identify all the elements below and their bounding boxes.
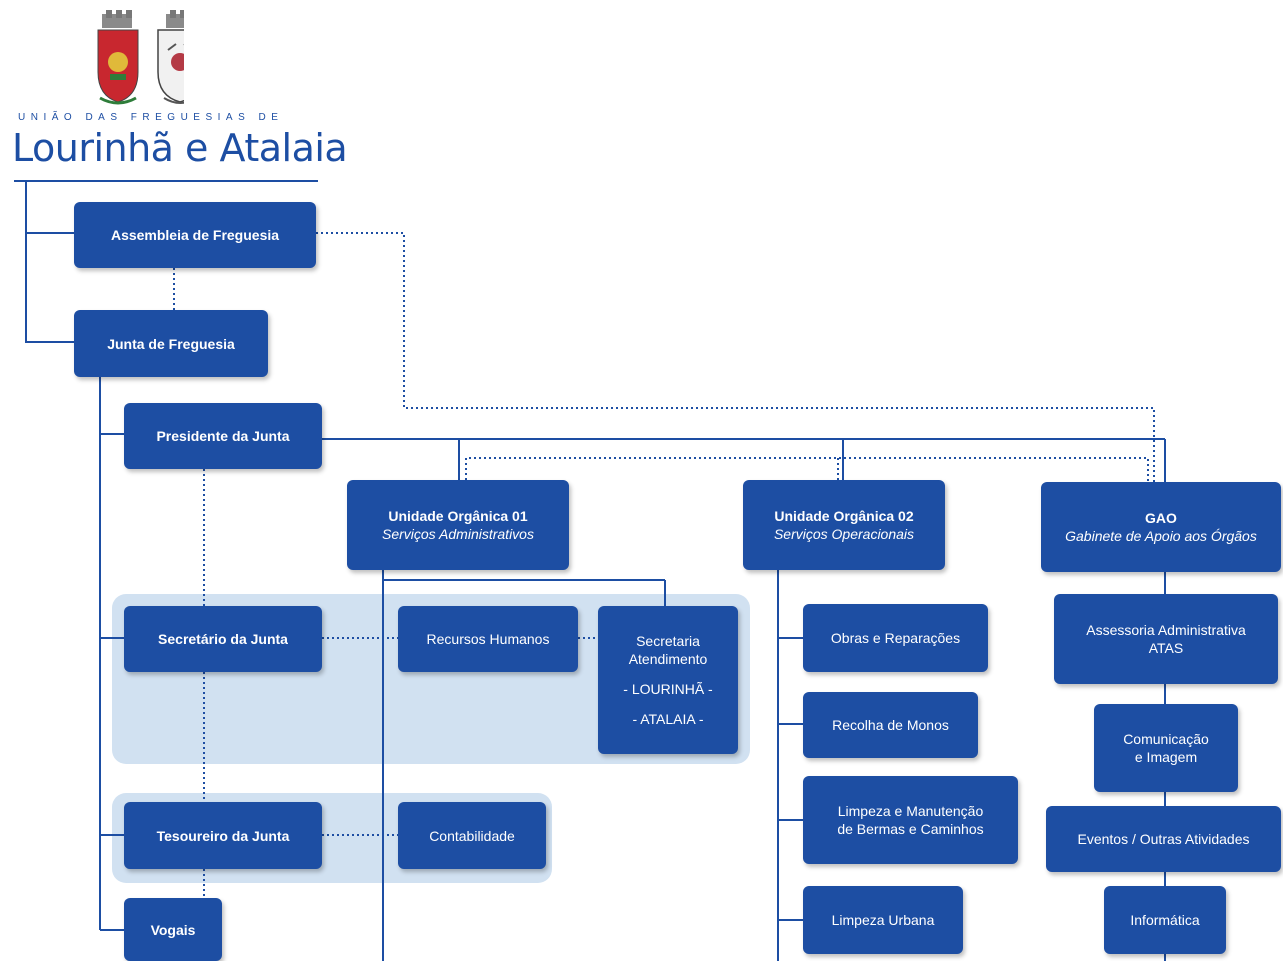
informatica-box[interactable]: Informática <box>1104 886 1226 954</box>
assessoria-line2: ATAS <box>1148 640 1184 656</box>
logo <box>14 10 324 180</box>
coat-of-arms-lourinha-icon <box>97 10 139 105</box>
junta-box[interactable]: Junta de Freguesia <box>74 310 268 377</box>
org-name: Lourinhã e Atalaia <box>12 126 348 170</box>
obras-label: Obras e Reparações <box>830 630 961 646</box>
secretaria-line1: Secretaria <box>636 633 700 649</box>
contabilidade-label: Contabilidade <box>429 827 515 844</box>
coat-of-arms-atalaia-icon <box>157 10 203 104</box>
recolha-box[interactable]: Recolha de Monos <box>803 692 978 758</box>
assessoria-box[interactable]: Assessoria Administrativa ATAS <box>1054 594 1278 684</box>
trunk-to-junta <box>25 181 74 343</box>
presidente-label: Presidente da Junta <box>156 428 290 444</box>
limpeza-manutencao-line2: de Bermas e Caminhos <box>837 821 984 837</box>
uo2-title: Unidade Orgânica 02 <box>774 508 914 524</box>
gao-title: GAO <box>1145 510 1177 526</box>
uo2-box[interactable]: Unidade Orgânica 02 Serviços Operacionai… <box>743 480 945 570</box>
secretaria-box[interactable]: Secretaria Atendimento - LOURINHÃ - - AT… <box>598 606 738 754</box>
comunicacao-line2: e Imagem <box>1134 749 1198 765</box>
presidente-box[interactable]: Presidente da Junta <box>124 403 322 469</box>
vogais-label: Vogais <box>150 921 196 938</box>
limpeza-urbana-box[interactable]: Limpeza Urbana <box>803 886 963 954</box>
secretaria-line3: - LOURINHÃ - <box>623 681 713 697</box>
tesoureiro-box[interactable]: Tesoureiro da Junta <box>124 802 322 869</box>
secretario-label: Secretário da Junta <box>158 631 288 647</box>
vogais-box[interactable]: Vogais <box>124 898 222 961</box>
limpeza-urbana-label: Limpeza Urbana <box>831 912 935 928</box>
uo2-subtitle: Serviços Operacionais <box>773 526 915 542</box>
assessoria-line1: Assessoria Administrativa <box>1086 622 1246 638</box>
gao-subtitle: Gabinete de Apoio aos Órgãos <box>1065 528 1257 544</box>
obras-box[interactable]: Obras e Reparações <box>803 604 988 672</box>
coat-of-arms-icons <box>97 10 203 105</box>
secretaria-line2: Atendimento <box>628 651 708 667</box>
uo1-subtitle: Serviços Administrativos <box>382 526 534 542</box>
assembleia-label: Assembleia de Freguesia <box>110 227 280 243</box>
tesoureiro-label: Tesoureiro da Junta <box>156 827 290 844</box>
dotted-cross-link <box>465 457 1149 482</box>
secretaria-line4: - ATALAIA - <box>632 711 704 727</box>
assembleia-gao-dotted <box>316 232 1155 482</box>
comunicacao-box[interactable]: Comunicação e Imagem <box>1094 704 1238 792</box>
contabilidade-box[interactable]: Contabilidade <box>398 802 546 869</box>
comunicacao-line1: Comunicação <box>1123 731 1209 747</box>
recolha-label: Recolha de Monos <box>832 717 949 733</box>
informatica-label: Informática <box>1130 912 1200 928</box>
secretario-box[interactable]: Secretário da Junta <box>124 606 322 672</box>
org-subtitle: UNIÃO DAS FREGUESIAS DE <box>18 112 284 123</box>
gao-box[interactable]: GAO Gabinete de Apoio aos Órgãos <box>1041 482 1281 572</box>
uo1-title: Unidade Orgânica 01 <box>388 508 528 524</box>
recursos-humanos-box[interactable]: Recursos Humanos <box>398 606 578 672</box>
uo1-box[interactable]: Unidade Orgânica 01 Serviços Administrat… <box>347 480 569 570</box>
eventos-label: Eventos / Outras Atividades <box>1077 831 1250 847</box>
eventos-box[interactable]: Eventos / Outras Atividades <box>1046 806 1281 872</box>
junta-label: Junta de Freguesia <box>107 335 235 352</box>
recursos-humanos-label: Recursos Humanos <box>426 631 550 647</box>
limpeza-manutencao-line1: Limpeza e Manutenção <box>837 803 984 819</box>
limpeza-manutencao-box[interactable]: Limpeza e Manutenção de Bermas e Caminho… <box>803 776 1018 864</box>
assembleia-box[interactable]: Assembleia de Freguesia <box>74 202 316 268</box>
